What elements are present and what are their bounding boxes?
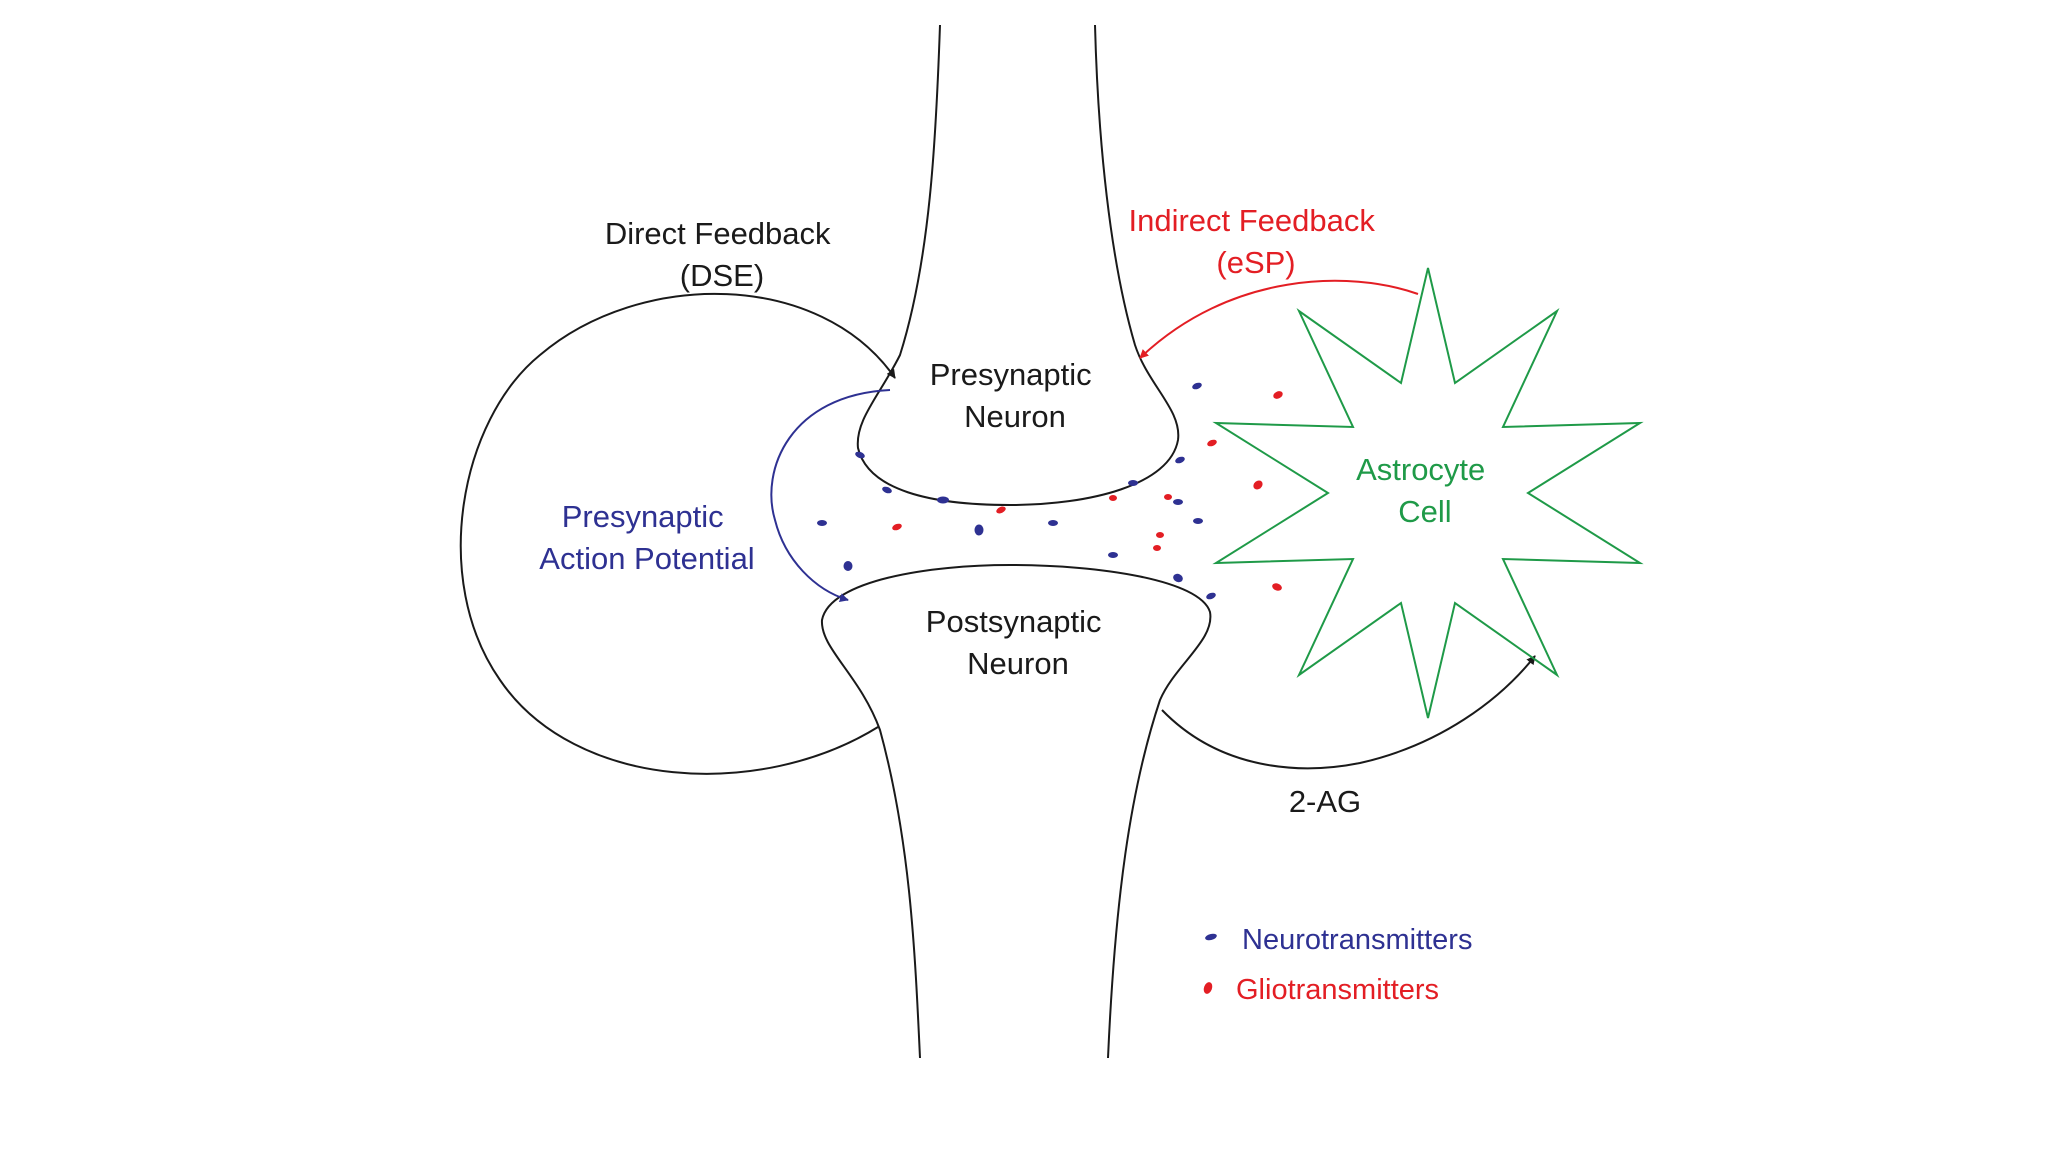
gliotransmitter-particle: [996, 506, 1006, 514]
neurotransmitter-particle: [1192, 382, 1202, 390]
presynaptic-neuron-label: Presynaptic Neuron: [930, 357, 1101, 434]
astrocyte-cell-label-line1: Astrocyte: [1356, 452, 1485, 487]
neurotransmitter-particle: [1206, 592, 1216, 600]
two-ag-arrow: [1161, 655, 1536, 770]
neurotransmitter-particle: [1128, 480, 1138, 486]
neurotransmitter-particle: [1173, 573, 1183, 583]
presynaptic-action-potential-label: Presynaptic Action Potential: [539, 499, 754, 576]
legend: Neurotransmitters Gliotransmitters: [1203, 924, 1472, 1006]
gliotransmitter-particle: [1109, 495, 1117, 501]
two-ag-label: 2-AG: [1289, 784, 1361, 819]
neurotransmitter-particle: [855, 451, 865, 459]
astrocyte-cell-label: Astrocyte Cell: [1356, 452, 1494, 529]
gliotransmitter-particle: [1272, 583, 1282, 591]
direct-feedback-arrow: [459, 292, 896, 775]
neurotransmitter-particles: [817, 382, 1216, 600]
gliotransmitter-particle: [1273, 391, 1283, 399]
presynaptic-action-potential-label-line1: Presynaptic: [562, 499, 724, 534]
postsynaptic-neuron-shape: [820, 563, 1212, 1059]
neurotransmitter-particle: [1048, 520, 1058, 526]
neurotransmitter-particle: [843, 561, 853, 571]
neurotransmitter-particle: [1193, 518, 1203, 524]
direct-feedback-label-line2: (DSE): [680, 258, 764, 293]
indirect-feedback-label-line2: (eSP): [1216, 245, 1295, 280]
gliotransmitter-particle: [1156, 532, 1164, 538]
presynaptic-neuron-label-line2: Neuron: [964, 399, 1066, 434]
neurotransmitter-particle: [882, 486, 892, 494]
astrocyte-cell-label-line2: Cell: [1398, 494, 1451, 529]
gliotransmitter-legend-swatch: [1203, 982, 1213, 994]
indirect-feedback-label-line1: Indirect Feedback: [1128, 203, 1375, 238]
gliotransmitter-particle: [892, 523, 902, 531]
presynaptic-neuron-label-line1: Presynaptic: [930, 357, 1092, 392]
presynaptic-action-potential-arrow: [770, 389, 891, 602]
neurotransmitter-particle: [974, 524, 984, 536]
postsynaptic-neuron-label-line2: Neuron: [967, 646, 1069, 681]
indirect-feedback-arrow: [1139, 279, 1419, 359]
postsynaptic-neuron-label-line1: Postsynaptic: [926, 604, 1102, 639]
gliotransmitter-particle: [1207, 439, 1217, 447]
neurotransmitter-particle: [1108, 552, 1118, 558]
gliotransmitter-particle: [1153, 545, 1161, 551]
neurotransmitter-particle: [937, 496, 949, 504]
gliotransmitter-particle: [1164, 494, 1172, 500]
presynaptic-neuron-shape: [856, 24, 1180, 507]
gliotransmitter-particle: [1253, 480, 1263, 490]
indirect-feedback-label: Indirect Feedback (eSP): [1128, 203, 1383, 280]
neurotransmitter-legend-swatch: [1205, 933, 1217, 941]
presynaptic-action-potential-label-line2: Action Potential: [539, 541, 754, 576]
direct-feedback-label-line1: Direct Feedback: [605, 216, 831, 251]
astrocyte-cell-shape: [1212, 267, 1644, 719]
neurotransmitters-legend-label: Neurotransmitters: [1242, 924, 1472, 956]
neurotransmitter-particle: [817, 520, 827, 526]
neurotransmitter-particle: [1175, 456, 1185, 464]
gliotransmitters-legend-label: Gliotransmitters: [1236, 974, 1439, 1006]
direct-feedback-label: Direct Feedback (DSE): [605, 216, 839, 293]
neurotransmitter-particle: [1173, 499, 1183, 505]
postsynaptic-neuron-label: Postsynaptic Neuron: [926, 604, 1110, 681]
gliotransmitter-particles: [892, 391, 1283, 591]
